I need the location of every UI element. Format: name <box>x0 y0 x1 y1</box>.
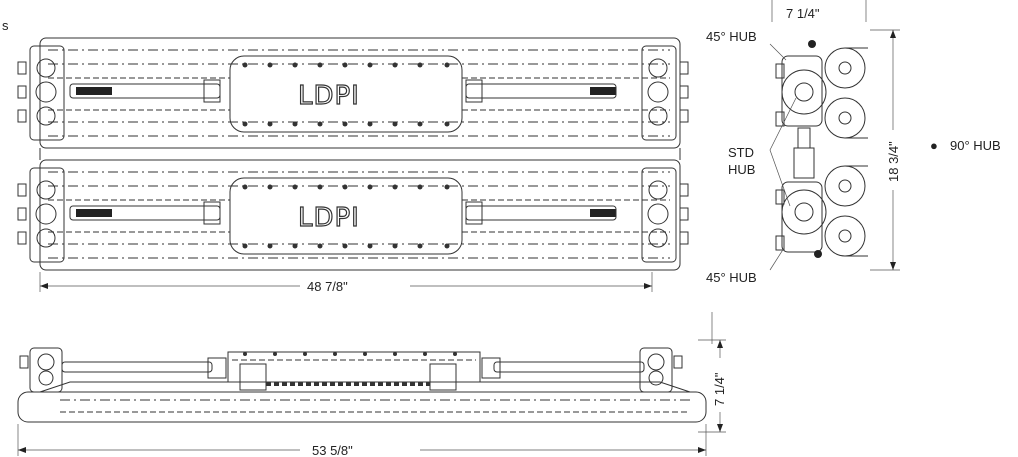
label-45-hub-top: 45° HUB <box>706 29 757 44</box>
dimension-label-side-height: 7 1/4" <box>712 372 727 406</box>
dimension-end-width: 7 1/4" <box>771 0 867 22</box>
top-view: LDPI <box>17 37 689 294</box>
dimension-48-7-8: 48 7/8" <box>39 272 653 294</box>
90-hub-marker-top <box>808 40 816 48</box>
caption-fragment: s <box>2 18 9 33</box>
logo-text-upper: LDPI <box>298 81 360 111</box>
legend-label-90-hub: 90° HUB <box>950 138 1001 153</box>
dimension-label-end-height: 18 3/4" <box>886 141 901 182</box>
dimension-end-height: 18 3/4" <box>870 29 901 271</box>
label-std-hub-line2: HUB <box>728 162 755 177</box>
dimension-53-5-8: 53 5/8" <box>17 424 707 457</box>
dimension-label-end-width: 7 1/4" <box>786 6 820 21</box>
legend: ● 90° HUB <box>930 138 1001 153</box>
end-view: 7 1/4" 45° HUB STD HUB 45° HUB <box>706 0 901 285</box>
top-unit-upper: LDPI <box>17 37 689 149</box>
90-hub-marker-bottom <box>814 250 822 258</box>
side-view: 53 5/8" 7 1/4" <box>17 312 727 457</box>
dimension-side-height: 7 1/4" <box>698 312 727 433</box>
label-std-hub-line1: STD <box>728 145 754 160</box>
label-45-hub-bottom: 45° HUB <box>706 270 757 285</box>
top-unit-lower: LDPI <box>17 159 689 271</box>
legend-symbol: ● <box>930 138 938 153</box>
dimension-label-48: 48 7/8" <box>307 279 348 294</box>
logo-text-lower: LDPI <box>298 203 360 233</box>
dimension-label-53: 53 5/8" <box>312 443 353 457</box>
